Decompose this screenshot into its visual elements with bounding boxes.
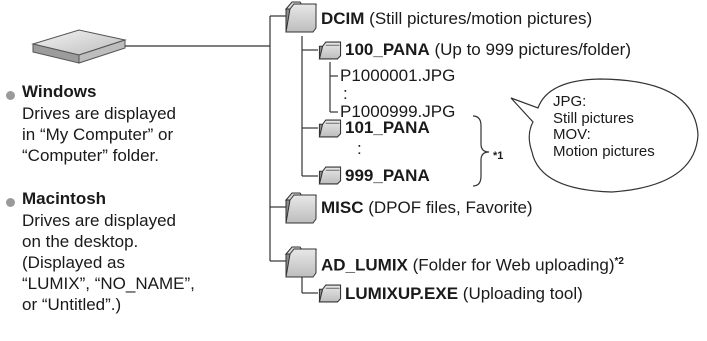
folder-100-label: 100_PANA (Up to 999 pictures/folder) [345, 40, 631, 59]
lumixup-icon [318, 284, 342, 303]
misc-label: MISC (DPOF files, Favorite) [321, 198, 533, 217]
file-first: P1000001.JPG [340, 66, 456, 85]
macintosh-heading: Macintosh [22, 189, 107, 208]
dcim-label: DCIM (Still pictures/motion pictures) [321, 9, 593, 28]
file-ellipsis: : [343, 84, 348, 103]
folder-100-icon [318, 41, 342, 60]
windows-heading: Windows [22, 82, 97, 101]
dcim-folder-icon [285, 1, 317, 33]
speech-bubble [510, 78, 699, 193]
lumixup-label: LUMIXUP.EXE (Uploading tool) [345, 284, 583, 303]
drive-icon [31, 29, 127, 64]
macintosh-bullet [6, 198, 15, 207]
folder-ellipsis: : [357, 139, 362, 158]
note-1: *1 [493, 150, 504, 162]
ad-lumix-label: AD_LUMIX (Folder for Web uploading)*2 [321, 255, 624, 275]
folder-101-icon [318, 119, 342, 138]
folder-101-label: 101_PANA [345, 118, 430, 137]
windows-bullet [6, 91, 15, 100]
folder-999-icon [318, 166, 342, 185]
tree-lines [125, 15, 338, 294]
misc-folder-icon [285, 192, 317, 224]
windows-description: Drives are displayed in “My Computer” or… [22, 104, 177, 165]
folder-999-label: 999_PANA [345, 166, 430, 185]
ad-lumix-folder-icon [285, 246, 317, 278]
bubble-text: JPG: Still pictures MOV: Motion pictures [553, 93, 655, 160]
macintosh-description: Drives are displayed on the desktop. (Di… [22, 211, 195, 314]
file-last: P1000999.JPG [340, 102, 456, 121]
brace [472, 115, 490, 187]
